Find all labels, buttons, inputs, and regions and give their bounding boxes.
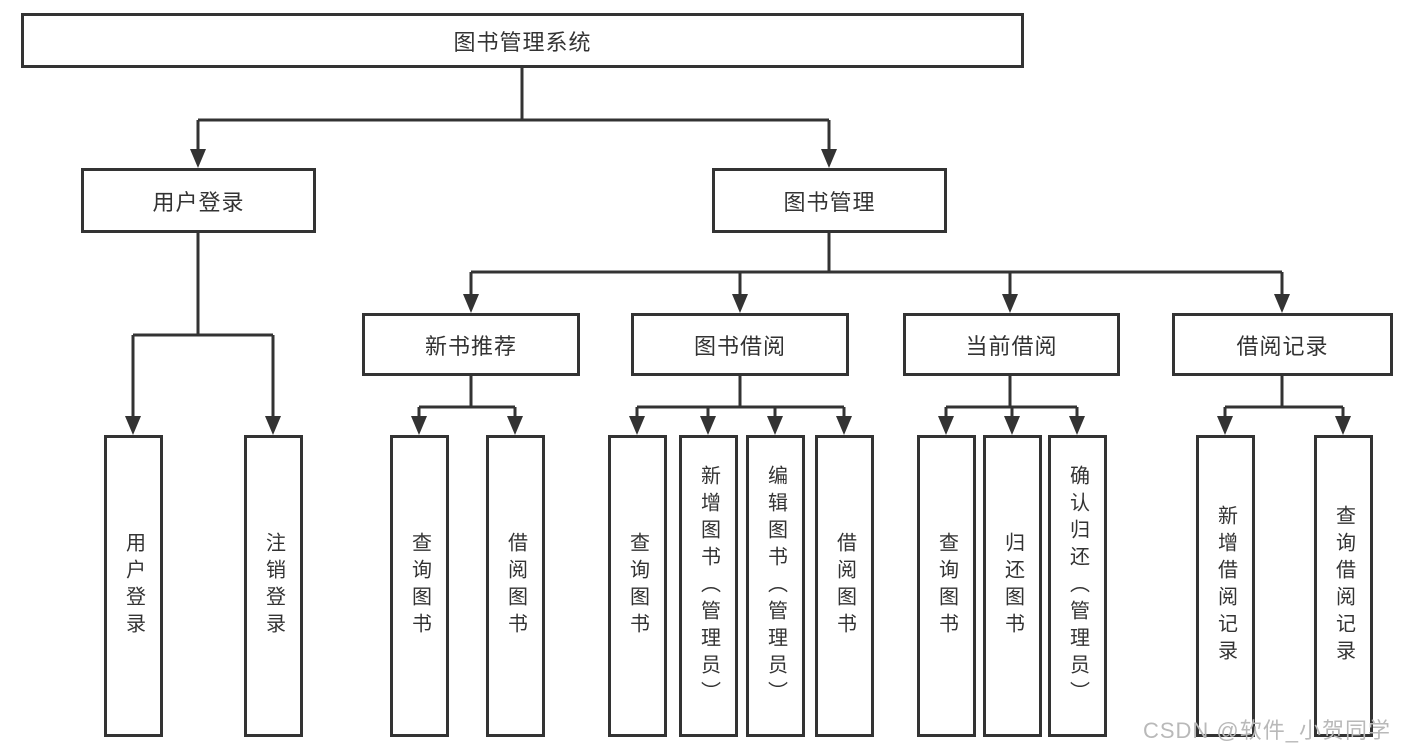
node-user-login: 用户登录	[81, 168, 316, 233]
leaf-current-confirm-return-admin: 确认归还（管理员）	[1048, 435, 1107, 737]
leaf-current-query-book: 查询图书	[917, 435, 976, 737]
leaf-borrow-borrow-book: 借阅图书	[815, 435, 874, 737]
csdn-watermark: CSDN @软件_小贺同学	[1142, 718, 1391, 743]
node-book-management: 图书管理	[712, 168, 947, 233]
leaf-recommend-query-book: 查询图书	[390, 435, 449, 737]
node-library-system: 图书管理系统	[21, 13, 1024, 68]
leaf-logout: 注销登录	[244, 435, 303, 737]
node-current-borrow: 当前借阅	[903, 313, 1120, 376]
node-borrow-record: 借阅记录	[1172, 313, 1393, 376]
leaf-borrow-add-book-admin: 新增图书（管理员）	[679, 435, 738, 737]
node-book-borrow: 图书借阅	[631, 313, 849, 376]
leaf-recommend-borrow-book: 借阅图书	[486, 435, 545, 737]
leaf-current-return-book: 归还图书	[983, 435, 1042, 737]
leaf-borrow-query-book: 查询图书	[608, 435, 667, 737]
leaf-record-add-borrow-record: 新增借阅记录	[1196, 435, 1255, 737]
leaf-record-query-borrow-record: 查询借阅记录	[1314, 435, 1373, 737]
node-new-book-recommend: 新书推荐	[362, 313, 580, 376]
leaf-user-login: 用户登录	[104, 435, 163, 737]
leaf-borrow-edit-book-admin: 编辑图书（管理员）	[746, 435, 805, 737]
